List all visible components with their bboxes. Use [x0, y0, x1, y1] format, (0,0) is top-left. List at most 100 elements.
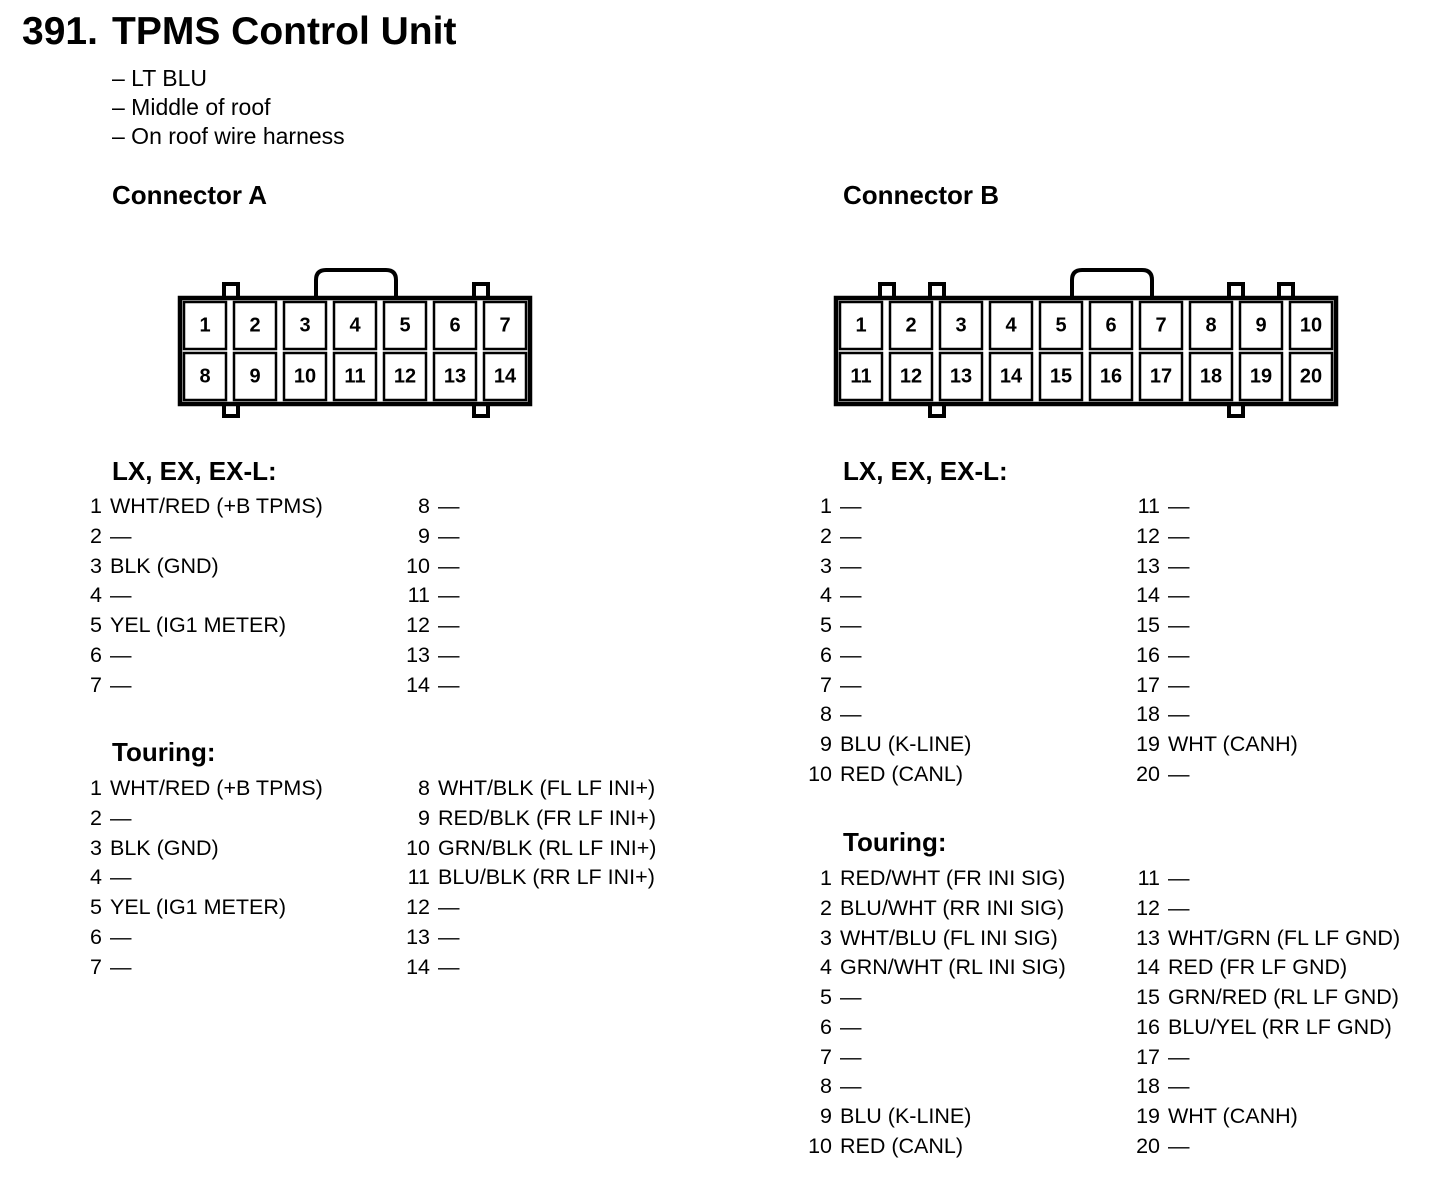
pin-row: 2—	[802, 522, 971, 552]
connector-b-cavity	[1188, 351, 1234, 402]
connector-b-latch	[1070, 268, 1154, 298]
pin-number: 15	[1136, 985, 1160, 1009]
pin-description: —	[438, 924, 460, 949]
connector-a-cavity-label: 1	[199, 315, 210, 337]
pin-description: WHT/GRN (FL LF GND)	[1168, 925, 1401, 950]
pin-row: 10—	[400, 552, 459, 582]
connector-a-cavity	[232, 300, 278, 351]
pin-description: —	[438, 954, 460, 979]
pin-number: 9	[820, 1104, 832, 1128]
connector-b-cavity-label: 11	[850, 366, 871, 388]
pin-number: 17	[1136, 672, 1160, 697]
pin-description: —	[110, 523, 132, 548]
pin-number: 3	[820, 553, 832, 578]
connector-b-cavity	[988, 351, 1034, 402]
pin-description: —	[110, 805, 132, 830]
pin-number: 5	[820, 985, 832, 1009]
pin-number: 7	[90, 954, 102, 979]
connector-b-cavity-label: 14	[1000, 366, 1023, 388]
connector-b-cavity	[1038, 351, 1084, 402]
pin-number: 16	[1136, 642, 1160, 667]
pin-description: WHT/RED (+B TPMS)	[110, 494, 323, 518]
pin-description: WHT (CANH)	[1168, 732, 1298, 756]
pin-description: —	[840, 1044, 862, 1069]
pin-description: —	[1168, 523, 1190, 548]
pin-number: 17	[1136, 1044, 1160, 1069]
pin-description: —	[1168, 761, 1190, 786]
connector-b-cavity-label: 3	[955, 315, 966, 337]
pin-description: —	[840, 494, 862, 518]
pin-description: BLU (K-LINE)	[840, 1104, 972, 1128]
connector-b-cavity	[988, 300, 1034, 351]
pin-description: —	[1168, 672, 1190, 697]
pin-number: 13	[1136, 553, 1160, 578]
pin-row: 4—	[72, 863, 323, 893]
connector-b-cavity	[938, 351, 984, 402]
pin-description: —	[438, 895, 460, 919]
pin-number: 19	[1136, 1104, 1160, 1128]
pin-description: —	[840, 523, 862, 548]
pin-number: 11	[1137, 866, 1160, 890]
pin-description: —	[110, 924, 132, 949]
pin-description: —	[110, 672, 132, 697]
pin-description: BLU (K-LINE)	[840, 732, 972, 756]
pin-row: 1—	[802, 492, 971, 522]
connector-b-title: Connector B	[843, 180, 999, 210]
component-details: – LT BLU – Middle of roof – On roof wire…	[112, 64, 345, 151]
pin-description: RED (CANL)	[840, 1133, 964, 1158]
pin-number: 4	[90, 583, 102, 608]
connector-b-touring-title: Touring:	[843, 827, 947, 857]
connector-b-cavity	[838, 351, 884, 402]
pin-number: 8	[418, 776, 430, 800]
pin-description: —	[1168, 553, 1190, 578]
pin-row: 7—	[72, 953, 323, 983]
connector-b-cavity-label: 8	[1205, 315, 1216, 337]
pin-description: RED/WHT (FR INI SIG)	[840, 866, 1066, 890]
pin-description: —	[840, 985, 862, 1009]
pin-number: 8	[418, 494, 430, 518]
pin-number: 5	[820, 613, 832, 637]
pin-number: 10	[406, 835, 430, 860]
pin-number: 14	[1136, 583, 1160, 608]
pin-row: 14—	[400, 671, 459, 701]
pin-number: 14	[406, 954, 430, 979]
connector-a-cavity	[382, 300, 428, 351]
connector-b-cavity	[888, 300, 934, 351]
connector-b-cavity-label: 13	[950, 366, 972, 388]
pin-number: 2	[820, 895, 832, 920]
pin-number: 16	[1136, 1014, 1160, 1039]
connector-b-cavity-label: 17	[1150, 366, 1172, 388]
pin-number: 6	[90, 924, 102, 949]
pin-number: 3	[90, 835, 102, 860]
connector-a-cavity	[432, 300, 478, 351]
pin-row: 6—	[72, 923, 323, 953]
pin-description: —	[840, 702, 862, 727]
pin-row: 12—	[1130, 522, 1298, 552]
pin-row: 18—	[1130, 1072, 1400, 1102]
pin-number: 4	[820, 955, 832, 980]
connector-a-cavity-label: 5	[399, 315, 410, 337]
pin-number: 1	[90, 494, 102, 518]
connector-a-lx-pins-right: 8—9—10—11—12—13—14—	[400, 492, 460, 701]
connector-a-cavity	[282, 300, 328, 351]
connector-b-cavity	[1288, 300, 1334, 351]
pin-number: 3	[90, 553, 102, 578]
pin-description: —	[110, 642, 132, 667]
pin-description: BLU/BLK (RR LF INI+)	[438, 865, 655, 890]
pin-description: RED/BLK (FR LF INI+)	[438, 805, 657, 830]
pin-description: —	[438, 583, 460, 608]
pin-number: 11	[407, 865, 430, 890]
pin-number: 2	[90, 523, 102, 548]
pin-description: —	[110, 954, 132, 979]
pin-description: —	[1168, 642, 1190, 667]
